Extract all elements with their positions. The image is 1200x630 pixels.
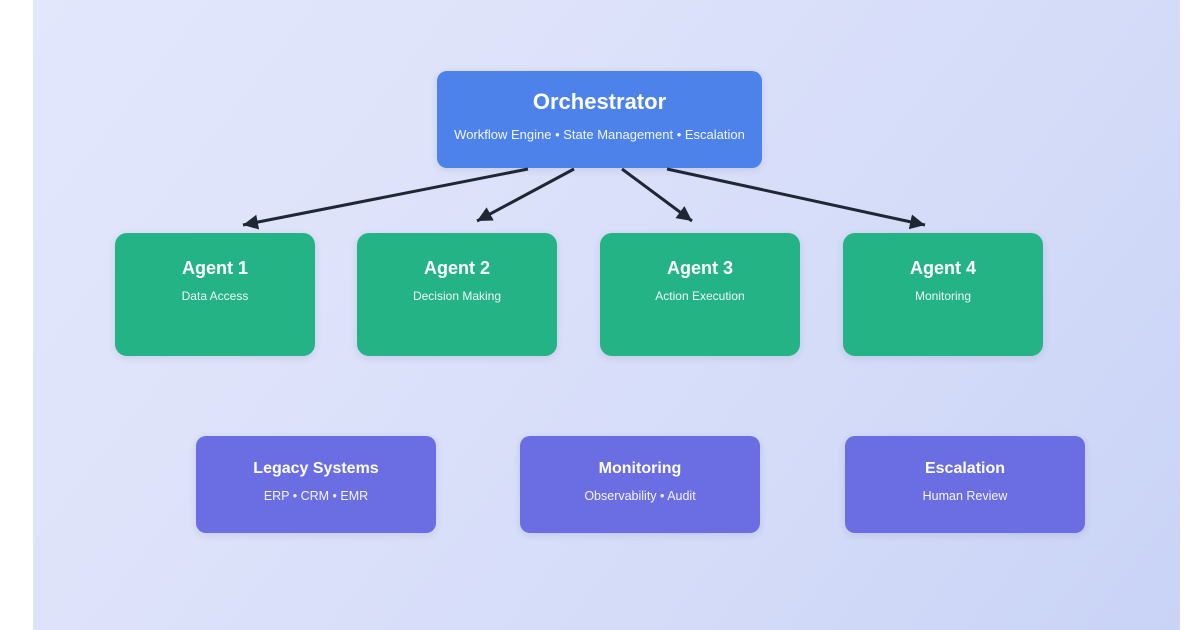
legacy-systems-subtitle: ERP • CRM • EMR bbox=[263, 489, 369, 503]
escalation-title: Escalation bbox=[924, 460, 1006, 477]
agent-3-node: Agent 3 Action Execution bbox=[600, 233, 800, 356]
agent-1-subtitle: Data Access bbox=[181, 289, 249, 303]
agent-4-subtitle: Monitoring bbox=[914, 289, 972, 303]
escalation-node: Escalation Human Review bbox=[845, 436, 1085, 533]
legacy-systems-node: Legacy Systems ERP • CRM • EMR bbox=[196, 436, 436, 533]
agent-1-title: Agent 1 bbox=[181, 258, 248, 278]
agent-2-node: Agent 2 Decision Making bbox=[357, 233, 557, 356]
orchestrator-node: Orchestrator Workflow Engine • State Man… bbox=[437, 71, 762, 168]
agent-3-title: Agent 3 bbox=[666, 258, 733, 278]
escalation-subtitle: Human Review bbox=[922, 489, 1008, 503]
monitoring-node: Monitoring Observability • Audit bbox=[520, 436, 760, 533]
monitoring-subtitle: Observability • Audit bbox=[584, 489, 696, 503]
orchestrator-subtitle: Workflow Engine • State Management • Esc… bbox=[454, 127, 745, 142]
orchestrator-title: Orchestrator bbox=[532, 89, 667, 114]
agent-3-subtitle: Action Execution bbox=[655, 289, 745, 303]
agent-4-node: Agent 4 Monitoring bbox=[843, 233, 1043, 356]
agent-1-node: Agent 1 Data Access bbox=[115, 233, 315, 356]
legacy-systems-title: Legacy Systems bbox=[253, 460, 379, 477]
agent-2-title: Agent 2 bbox=[423, 258, 490, 278]
agent-4-title: Agent 4 bbox=[909, 258, 976, 278]
monitoring-title: Monitoring bbox=[598, 460, 682, 477]
agent-2-subtitle: Decision Making bbox=[412, 289, 502, 303]
